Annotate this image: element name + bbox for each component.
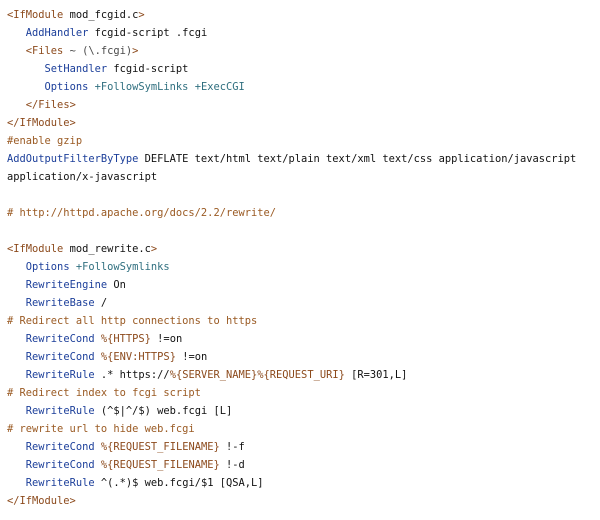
code-line: SetHandler fcgid-script: [7, 60, 600, 78]
code-line: <IfModule mod_fcgid.c>: [7, 6, 600, 24]
code-token: RewriteBase: [25, 297, 95, 309]
code-token: [7, 297, 26, 309]
code-token: fcgid-script: [107, 63, 189, 75]
code-token: <IfModule: [7, 243, 64, 255]
code-token: [7, 405, 26, 417]
code-token: [7, 63, 45, 75]
code-token: >: [138, 9, 145, 21]
code-line: RewriteCond %{REQUEST_FILENAME} !-f: [7, 438, 600, 456]
code-token: >: [150, 243, 158, 255]
code-token: >: [132, 45, 139, 57]
code-token: [7, 45, 26, 57]
code-line: </IfModule>: [7, 492, 600, 510]
code-token: <Files: [25, 45, 64, 57]
code-line: </IfModule>: [7, 114, 600, 132]
code-line: # http://httpd.apache.org/docs/2.2/rewri…: [7, 204, 600, 222]
code-token: AddOutputFilterByType: [7, 153, 139, 165]
code-token: Options: [44, 81, 89, 93]
code-line: [7, 186, 600, 204]
code-token: mod_fcgid.c: [63, 9, 139, 21]
code-line: #enable gzip: [7, 132, 600, 150]
code-token: # Redirect all http connections to https: [7, 315, 258, 327]
code-line: RewriteRule .* https://%{SERVER_NAME}%{R…: [7, 366, 600, 384]
code-token: %{REQUEST_FILENAME}: [100, 459, 220, 471]
code-token: AddHandler: [25, 27, 89, 39]
code-line: RewriteBase /: [7, 294, 600, 312]
code-line: RewriteCond %{ENV:HTTPS} !=on: [7, 348, 600, 366]
code-line: RewriteRule (^$|^/$) web.fcgi [L]: [7, 402, 600, 420]
code-token: +FollowSymLinks +ExecCGI: [88, 81, 245, 93]
code-token: !=on: [150, 333, 183, 345]
code-token: DEFLATE text/html text/plain text/xml te…: [138, 153, 577, 165]
code-token: </IfModule>: [7, 117, 76, 129]
code-token: !-d: [219, 459, 245, 471]
code-token: [7, 261, 26, 273]
code-token: RewriteRule: [25, 369, 95, 381]
code-token: </IfModule>: [7, 495, 76, 507]
code-token: [7, 99, 26, 111]
code-token: RewriteCond: [25, 351, 95, 363]
code-token: [7, 459, 26, 471]
code-line: [7, 222, 600, 240]
code-token: mod_rewrite.c: [63, 243, 151, 255]
code-token: [7, 27, 26, 39]
code-token: /: [94, 297, 108, 309]
code-token: </Files>: [25, 99, 76, 111]
code-token: Options: [25, 261, 70, 273]
code-token: [7, 351, 26, 363]
code-line: application/x-javascript: [7, 168, 600, 186]
code-line: # Redirect all http connections to https: [7, 312, 600, 330]
code-line: AddOutputFilterByType DEFLATE text/html …: [7, 150, 600, 168]
code-token: %{HTTPS}: [100, 333, 151, 345]
code-token: [7, 441, 26, 453]
code-token: # Redirect index to fcgi script: [7, 387, 201, 399]
code-line: RewriteCond %{HTTPS} !=on: [7, 330, 600, 348]
code-line: # Redirect index to fcgi script: [7, 384, 600, 402]
code-token: fcgid-script .fcgi: [88, 27, 208, 39]
code-token: On: [107, 279, 126, 291]
code-token: !=on: [175, 351, 208, 363]
code-token: %{ENV:HTTPS}: [100, 351, 176, 363]
code-line: <IfModule mod_rewrite.c>: [7, 240, 600, 258]
code-line: </Files>: [7, 96, 600, 114]
code-token: application/x-javascript: [7, 171, 158, 183]
code-line: Options +FollowSymlinks: [7, 258, 600, 276]
code-token: RewriteRule: [25, 405, 95, 417]
code-token: [7, 369, 26, 381]
code-token: SetHandler: [44, 63, 108, 75]
code-token: [R=301,L]: [344, 369, 408, 381]
code-line: <Files ~ (\.fcgi)>: [7, 42, 600, 60]
code-token: [7, 477, 26, 489]
code-token: RewriteCond: [25, 333, 95, 345]
code-token: #enable gzip: [7, 135, 83, 147]
code-token: [7, 333, 26, 345]
code-token: RewriteCond: [25, 459, 95, 471]
code-line: # rewrite url to hide web.fcgi: [7, 420, 600, 438]
code-token: # http://httpd.apache.org/docs/2.2/rewri…: [7, 207, 276, 219]
code-token: %{SERVER_NAME}%{REQUEST_URI}: [169, 369, 345, 381]
code-line: Options +FollowSymLinks +ExecCGI: [7, 78, 600, 96]
code-token: %{REQUEST_FILENAME}: [100, 441, 220, 453]
code-line: AddHandler fcgid-script .fcgi: [7, 24, 600, 42]
code-token: !-f: [219, 441, 245, 453]
code-token: # rewrite url to hide web.fcgi: [7, 423, 195, 435]
code-token: RewriteCond: [25, 441, 95, 453]
code-token: +FollowSymlinks: [69, 261, 170, 273]
code-token: [7, 81, 45, 93]
code-token: .* https://: [94, 369, 170, 381]
code-token: ~ (\.fcgi): [63, 45, 133, 57]
code-token: <IfModule: [7, 9, 64, 21]
code-token: ^(.*)$ web.fcgi/$1 [QSA,L]: [94, 477, 264, 489]
code-line: RewriteCond %{REQUEST_FILENAME} !-d: [7, 456, 600, 474]
code-token: RewriteEngine: [25, 279, 108, 291]
code-token: [7, 279, 26, 291]
code-line: RewriteEngine On: [7, 276, 600, 294]
code-token: (^$|^/$) web.fcgi [L]: [94, 405, 233, 417]
code-line: RewriteRule ^(.*)$ web.fcgi/$1 [QSA,L]: [7, 474, 600, 492]
code-token: RewriteRule: [25, 477, 95, 489]
